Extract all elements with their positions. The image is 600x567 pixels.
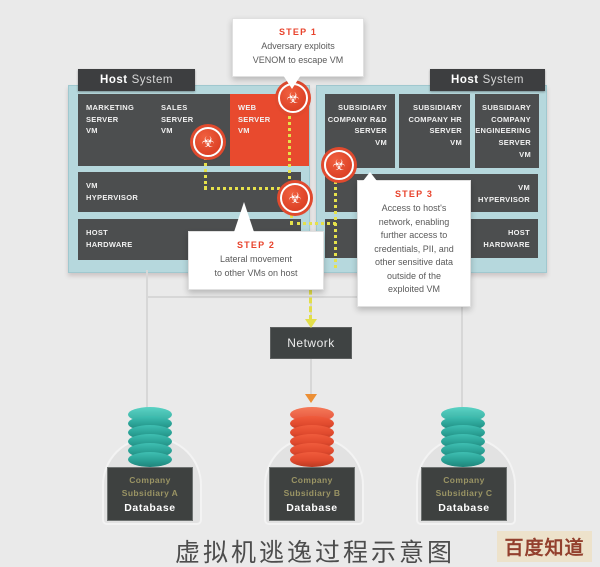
step1-text: Adversary exploits VENOM to escape VM <box>252 41 344 65</box>
step2-text: Lateral movement to other VMs on host <box>214 254 298 278</box>
database-b-type: Database <box>286 501 338 514</box>
step2-pointer <box>234 202 254 232</box>
right-host-title: Host System <box>430 69 545 91</box>
database-a-cylinder <box>128 407 172 467</box>
database-b-arrowhead <box>305 394 317 403</box>
biohazard-glyph: ☣ <box>332 156 346 174</box>
database-b-label: Company Subsidiary B Database <box>269 467 355 521</box>
step1-callout: STEP 1 Adversary exploits VENOM to escap… <box>232 18 364 89</box>
connector-drop-c <box>461 296 463 412</box>
database-c-label: Company Subsidiary C Database <box>421 467 507 521</box>
step2-label: STEP 2 <box>236 240 276 250</box>
step3-callout: STEP 3 Access to host's network, enablin… <box>357 172 471 307</box>
database-a-name: Company Subsidiary A <box>121 475 179 498</box>
right-host-title-bold: Host <box>451 74 479 86</box>
db-disc <box>441 452 485 467</box>
path-hardware-crossover <box>290 222 336 225</box>
path-to-network <box>309 271 312 321</box>
left-host-title-rest: System <box>131 74 173 86</box>
left-host-title-bold: Host <box>100 74 128 86</box>
baidu-zhidao-watermark: 百度知道 <box>497 531 592 562</box>
network-arrowhead <box>305 319 317 328</box>
database-b-name: Company Subsidiary B <box>283 475 341 498</box>
path-hypervisor-lateral <box>204 187 286 190</box>
biohazard-icon-righthost: ☣ <box>324 150 354 180</box>
step1-pointer <box>283 75 301 89</box>
vm-web-server-compromised: WEB SERVER VM <box>230 94 309 166</box>
connector-drop-b-lower <box>310 357 312 397</box>
connector-drop-a <box>146 296 148 412</box>
left-host-title: Host System <box>78 69 195 91</box>
database-c-type: Database <box>438 501 490 514</box>
database-a-type: Database <box>124 501 176 514</box>
connector-left-stub <box>146 270 148 298</box>
biohazard-glyph: ☣ <box>288 189 302 207</box>
step3-text: Access to host's network, enabling furth… <box>374 203 454 294</box>
network-label: Network <box>287 336 335 350</box>
diagram-caption: 虚拟机逃逸过程示意图 <box>174 539 455 567</box>
db-disc <box>290 452 334 467</box>
biohazard-glyph: ☣ <box>286 89 300 107</box>
biohazard-glyph: ☣ <box>201 133 215 151</box>
network-node: Network <box>270 327 352 359</box>
vm-subsidiary-hr-server: SUBSIDIARY COMPANY HR SERVER VM <box>399 94 470 168</box>
path-hypervisor-down <box>290 208 293 224</box>
database-a-label: Company Subsidiary A Database <box>107 467 193 521</box>
vm-sales-server: SALES SERVER VM <box>153 94 233 166</box>
step1-label: STEP 1 <box>278 27 318 37</box>
database-c-cylinder <box>441 407 485 467</box>
step3-label: STEP 3 <box>394 189 434 199</box>
biohazard-icon-salesvm: ☣ <box>193 127 223 157</box>
db-disc <box>128 452 172 467</box>
vm-subsidiary-engineering-server: SUBSIDIARY COMPANY ENGINEERING SERVER VM <box>475 94 539 168</box>
biohazard-icon-hypervisor: ☣ <box>280 183 310 213</box>
step2-callout: STEP 2 Lateral movement to other VMs on … <box>188 202 324 290</box>
database-b-cylinder <box>290 407 334 467</box>
path-webvm-to-hypervisor <box>288 109 291 185</box>
database-c-name: Company Subsidiary C <box>435 475 493 498</box>
left-vm-hypervisor: VM HYPERVISOR <box>78 172 301 212</box>
path-salesvm-drop <box>204 152 207 189</box>
connector-rail <box>146 296 463 298</box>
right-host-title-rest: System <box>482 74 524 86</box>
path-righthost-drop <box>334 176 337 268</box>
step3-pointer <box>363 172 377 181</box>
vm-marketing-server: MARKETING SERVER VM <box>78 94 156 166</box>
